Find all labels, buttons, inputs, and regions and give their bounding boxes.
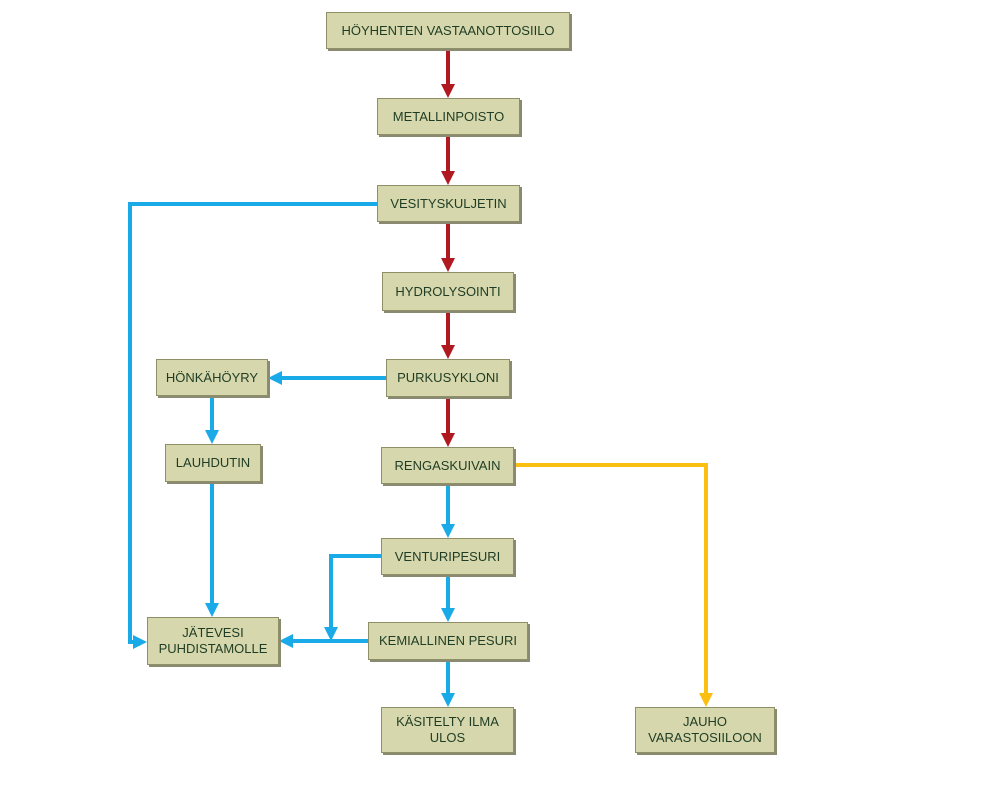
arrowhead-hoyhenten-to-metallin bbox=[441, 84, 455, 98]
connector-venturi-to-jatevesi bbox=[329, 554, 381, 629]
node-hydrolysointi: HYDROLYSOINTI bbox=[382, 272, 514, 311]
arrowhead-purku-to-rengas bbox=[441, 433, 455, 447]
arrowhead-lauhdutin-to-jatevesi bbox=[205, 603, 219, 617]
node-honkahoyry: HÖNKÄHÖYRY bbox=[156, 359, 268, 396]
node-vesityskuljetin: VESITYSKULJETIN bbox=[377, 185, 520, 222]
node-venturipesuri: VENTURIPESURI bbox=[381, 538, 514, 575]
arrowhead-honka-to-lauhdutin bbox=[205, 430, 219, 444]
arrowhead-purku-to-honka bbox=[268, 371, 282, 385]
arrowhead-vesitys-to-jatevesi bbox=[133, 635, 147, 649]
arrowhead-venturi-to-kemial bbox=[441, 608, 455, 622]
arrowhead-rengas-to-jauho bbox=[699, 693, 713, 707]
connector-rengas-to-jauho bbox=[514, 463, 708, 695]
node-kasitelty-ilma-ulos: KÄSITELTY ILMA ULOS bbox=[381, 707, 514, 753]
arrowhead-kemial-to-kasitelty bbox=[441, 693, 455, 707]
arrowhead-kemial-to-jatevesi bbox=[279, 634, 293, 648]
arrowhead-vesitys-to-hydroly bbox=[441, 258, 455, 272]
arrowhead-hydroly-to-purku bbox=[441, 345, 455, 359]
arrowhead-venturi-to-jatevesi bbox=[324, 627, 338, 641]
node-jauho-varastosiiloon: JAUHO VARASTOSIILOON bbox=[635, 707, 775, 753]
arrowhead-metallin-to-vesitys bbox=[441, 171, 455, 185]
connector-vesitys-to-jatevesi bbox=[128, 202, 377, 644]
node-rengaskuivain: RENGASKUIVAIN bbox=[381, 447, 514, 484]
arrowhead-rengas-to-venturi bbox=[441, 524, 455, 538]
node-lauhdutin: LAUHDUTIN bbox=[165, 444, 261, 482]
node-kemiallinen-pesuri: KEMIALLINEN PESURI bbox=[368, 622, 528, 660]
node-metallinpoisto: METALLINPOISTO bbox=[377, 98, 520, 135]
node-purkusykloni: PURKUSYKLONI bbox=[386, 359, 510, 397]
node-hoyhenten-vastaanottosiilo: HÖYHENTEN VASTAANOTTOSIILO bbox=[326, 12, 570, 49]
node-jatevesi-puhdistamolle: JÄTEVESI PUHDISTAMOLLE bbox=[147, 617, 279, 665]
